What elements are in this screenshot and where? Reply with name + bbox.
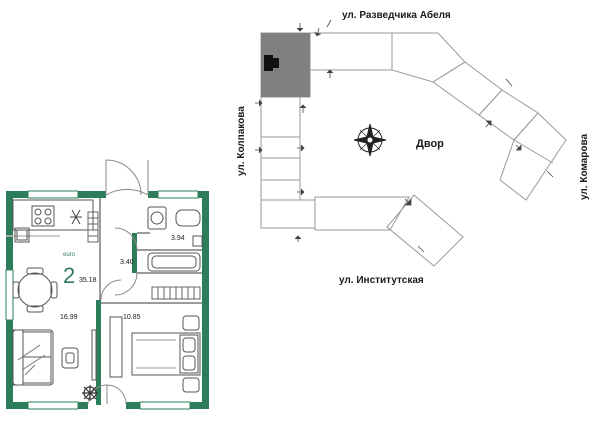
bed-icon xyxy=(131,315,201,393)
position-marker-icon xyxy=(264,55,279,71)
plant-icon xyxy=(82,385,98,401)
hall-radiator-icon xyxy=(151,286,201,300)
street-label-right: ул. Комарова xyxy=(579,134,590,200)
bathroom-area: 3.94 xyxy=(171,235,185,242)
toilet-icon xyxy=(147,206,167,230)
apartment-plan: euro 2 35.18 16.99 10.85 3.40 3.94 xyxy=(5,159,209,410)
wardrobe-icon xyxy=(109,316,123,378)
street-label-bottom: ул. Институтская xyxy=(339,275,424,286)
kitchen-living-area: 16.99 xyxy=(60,314,78,321)
compass-icon xyxy=(353,123,387,157)
bedroom-area: 10.85 xyxy=(123,314,141,321)
dining-table-icon xyxy=(12,267,58,313)
sink-icon xyxy=(14,227,30,243)
doors xyxy=(87,159,149,405)
coffee-table-icon xyxy=(61,347,79,369)
entrance-arrow-icon xyxy=(255,19,554,253)
apartment-rooms-count: 2 xyxy=(63,263,75,288)
street-label-top: ул. Разведчика Абеля xyxy=(342,9,451,21)
stove-icon xyxy=(31,205,55,227)
bathtub-icon xyxy=(147,252,201,272)
sofa-icon xyxy=(12,329,54,386)
windows xyxy=(5,190,199,410)
kitchen-counter xyxy=(12,199,99,243)
bathroom-fixtures xyxy=(147,206,203,272)
courtyard-label: Двор xyxy=(416,138,444,150)
partitions xyxy=(6,198,202,304)
hall-area: 3.40 xyxy=(120,259,134,266)
apartment-total-area: 35.18 xyxy=(79,277,97,284)
apartment-type-label: euro xyxy=(63,252,76,258)
tv-unit-icon xyxy=(91,329,97,381)
radiator-icon xyxy=(87,211,99,243)
site-plan: ул. Разведчика Абеля ул. Колпакова ул. К… xyxy=(236,9,590,286)
washbasin-icon xyxy=(175,209,201,227)
fridge-icon xyxy=(70,209,82,225)
street-label-left: ул. Колпакова xyxy=(236,106,247,176)
